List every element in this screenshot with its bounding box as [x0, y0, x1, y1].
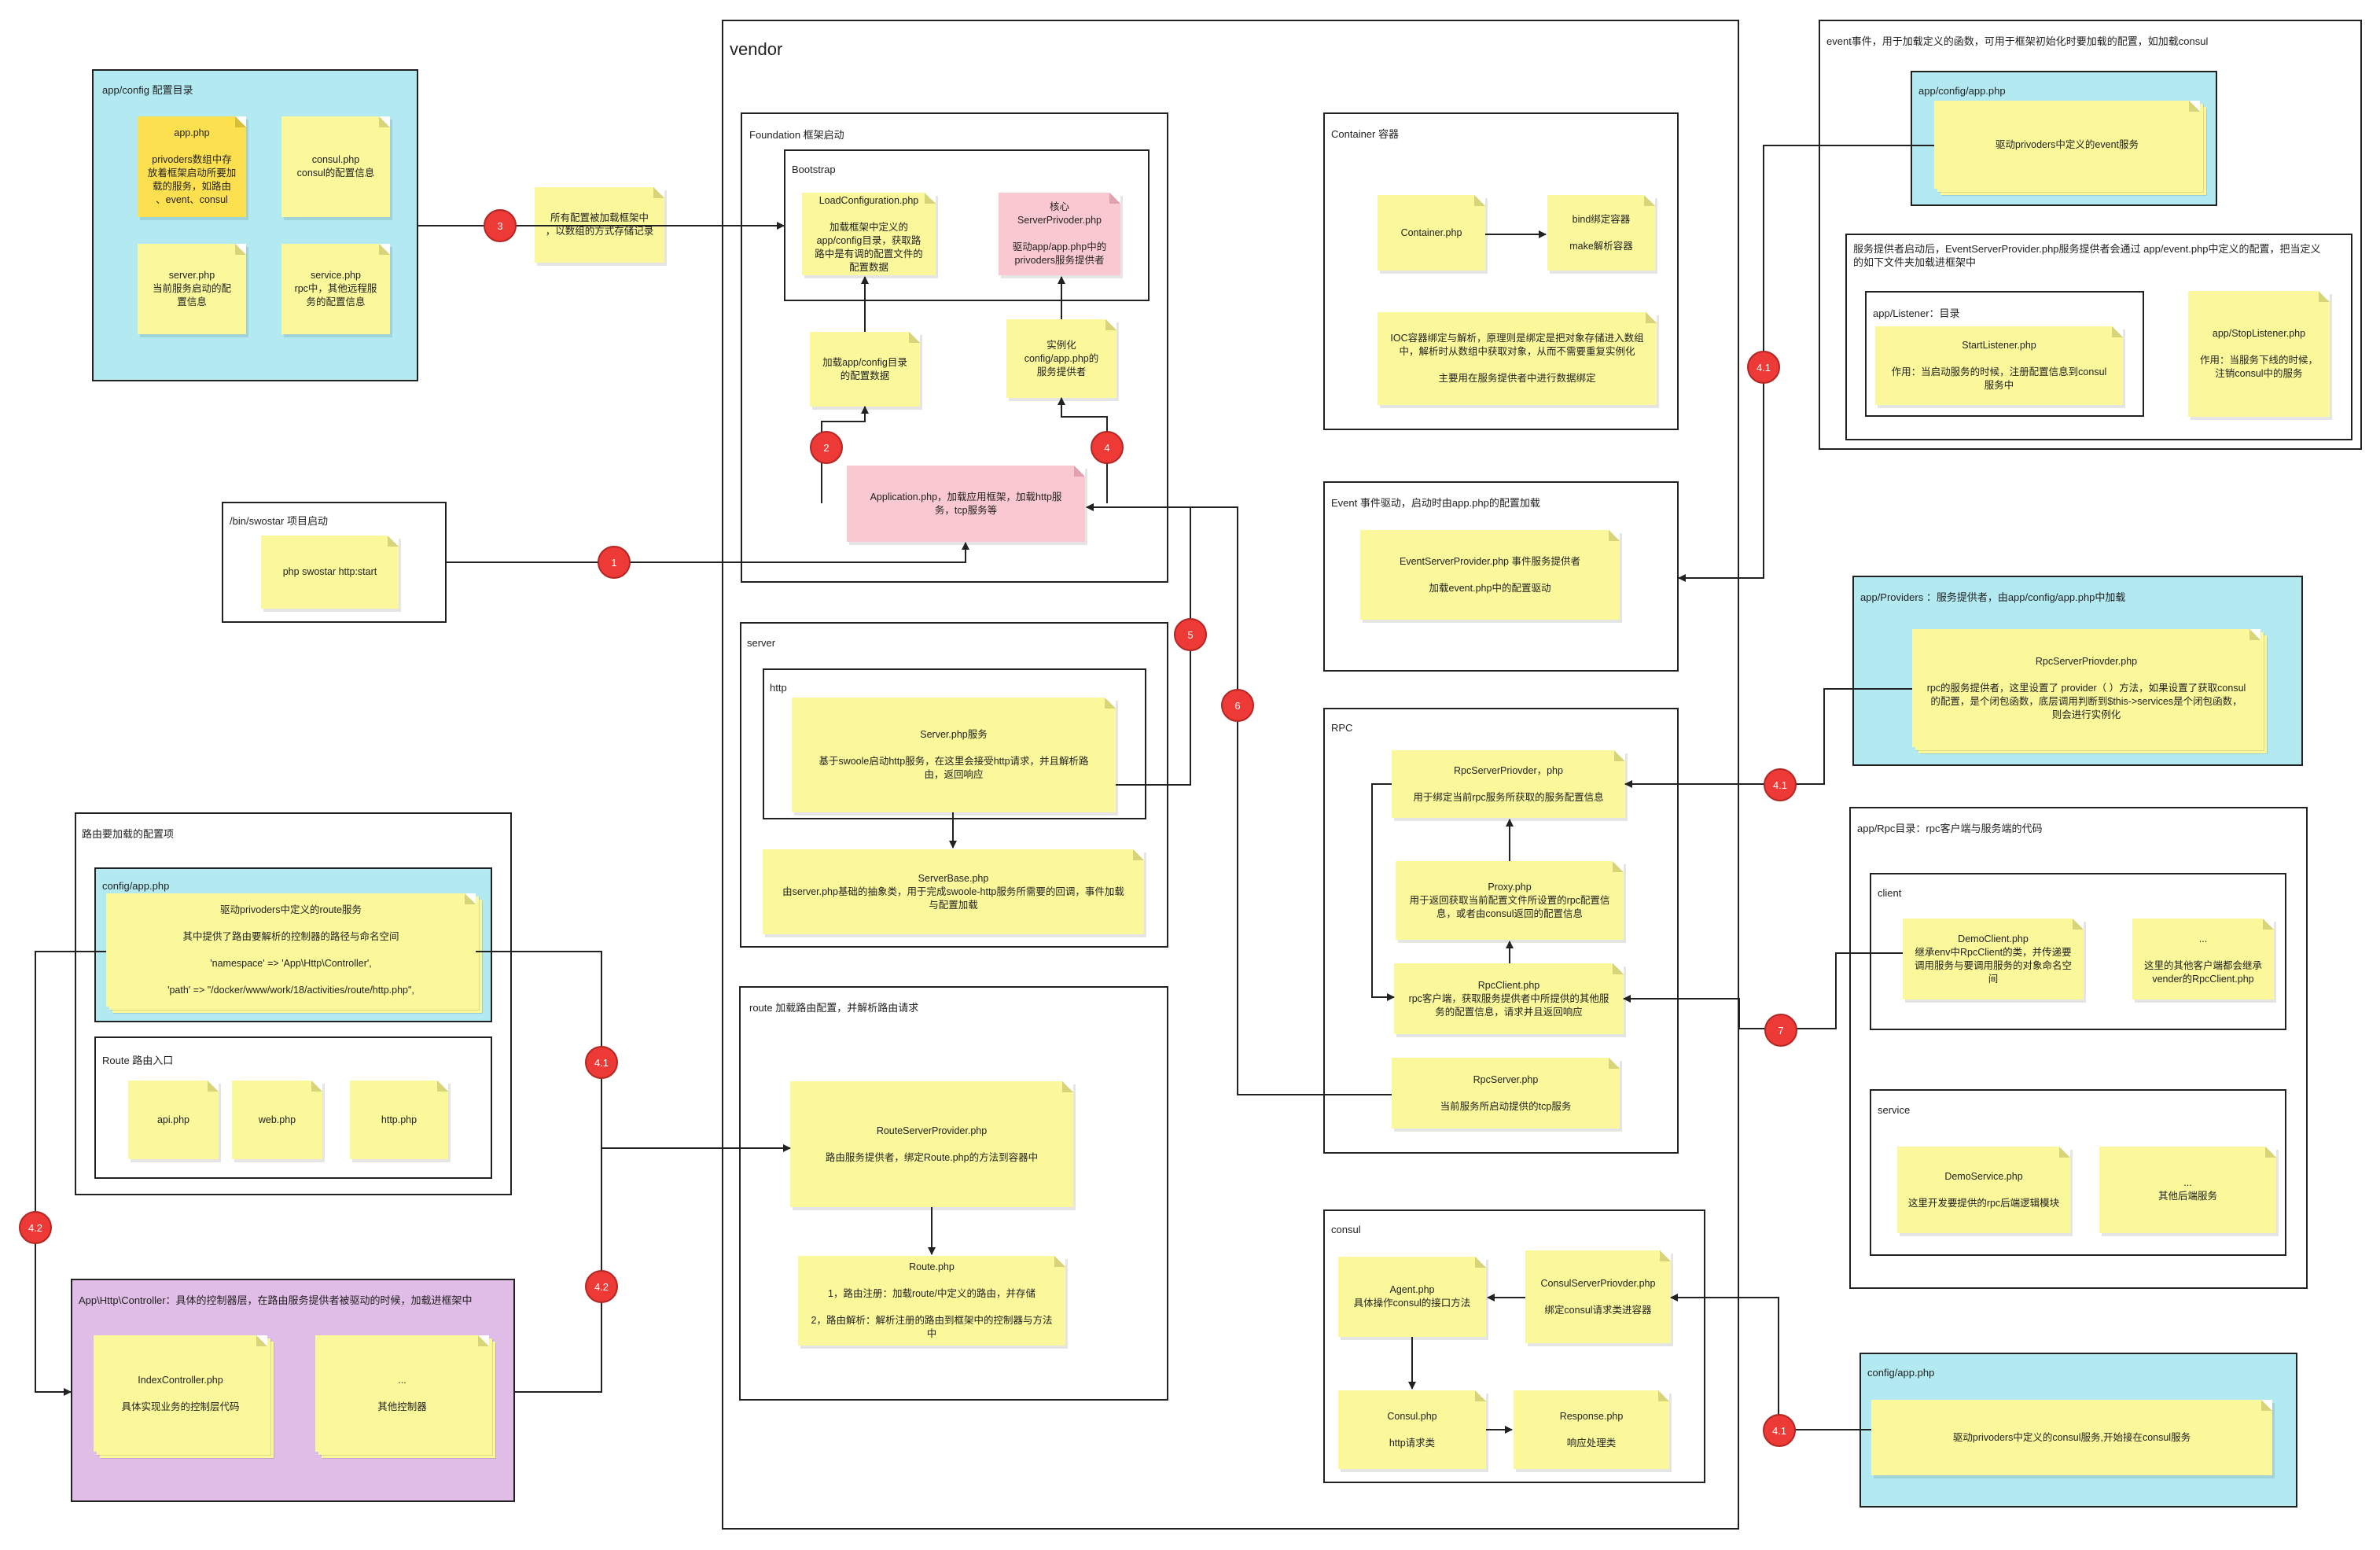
route-app-config-title: config/app.php [102, 880, 170, 892]
providers-note: RpcServerPriovder.php rpc的服务提供者，这里设置了 pr… [1912, 629, 2260, 747]
start-listener-note: StartListener.php 作用：当启动服务的时候，注册配置信息到con… [1875, 326, 2123, 405]
step-4-2-right-circle: 4.2 [585, 1270, 618, 1303]
server-provider-note: 核心 ServerPrivoder.php 驱动app/app.php中的 pr… [999, 193, 1120, 275]
other-client-note: ... 这里的其他客户端都会继承 vender的RpcClient.php [2132, 919, 2274, 1000]
step-6-circle: 6 [1221, 689, 1254, 722]
ioc-note: IOC容器绑定与解析，原理则是绑定是把对象存储进入数组 中，解析时从数组中获取对… [1378, 312, 1657, 405]
listener-desc: 服务提供者启动后，EventServerProvider.php服务提供者会通过… [1853, 243, 2321, 268]
swostar-command-note: php swostar http:start [261, 536, 399, 609]
controller-title: App\Http\Controller：具体的控制器层，在路由服务提供者被驱动的… [79, 1294, 473, 1306]
route-title: route 加载路由配置，并解析路由请求 [749, 1002, 919, 1014]
stop-listener-note: app/StopListener.php 作用：当服务下线的时候， 注销cons… [2188, 291, 2330, 417]
server-php-service-note: Server.php服务 基于swoole启动http服务，在这里会接受http… [792, 698, 1116, 812]
step-4-1-providers-circle: 4.1 [1764, 768, 1797, 801]
step-4-circle: 4 [1091, 431, 1124, 464]
application-php-note: Application.php，加载应用框架，加载http服 务，tcp服务等 [847, 466, 1085, 542]
app-php-note: app.php privoders数组中存 放着框架启动所要加 载的服务，如路由… [138, 116, 246, 217]
event-app-config-title: app/config/app.php [1918, 85, 2006, 97]
consul-config-title: config/app.php [1867, 1367, 1935, 1379]
container-title: Container 容器 [1331, 128, 1399, 140]
consul-php-note: Consul.php http请求类 [1338, 1390, 1486, 1469]
route-php-note: Route.php 1，路由注册：加载route/中定义的路由，并存储 2，路由… [798, 1256, 1065, 1346]
step-5-circle: 5 [1174, 618, 1207, 651]
event-right-title: event事件，用于加载定义的函数，可用于框架初始化时要加载的配置，如加载con… [1826, 35, 2209, 47]
api-php-note: api.php [128, 1081, 219, 1159]
app-config-title: app/config 配置目录 [102, 84, 193, 96]
load-app-config-note: 加载app/config目录 的配置数据 [810, 332, 920, 407]
rpc-service-dir-title: service [1878, 1104, 1911, 1116]
route-app-config-note: 驱动privoders中定义的route服务 其中提供了路由要解析的控制器的路径… [106, 893, 476, 1007]
listener-dir-title: app/Listener：目录 [1873, 307, 1960, 319]
route-server-provider-note: RouteServerProvider.php 路由服务提供者，绑定Route.… [790, 1081, 1073, 1207]
event-title: Event 事件驱动，启动时由app.php的配置加载 [1331, 497, 1540, 509]
container-php-note: Container.php [1378, 195, 1485, 271]
step-3-circle: 3 [484, 209, 517, 242]
server-title: server [747, 637, 776, 649]
other-service-note: ... 其他后端服务 [2099, 1147, 2276, 1233]
step-4-1-event-circle: 4.1 [1747, 351, 1780, 384]
response-php-note: Response.php 响应处理类 [1514, 1390, 1669, 1469]
step-2-circle: 2 [810, 431, 843, 464]
agent-php-note: Agent.php 具体操作consul的接口方法 [1338, 1257, 1486, 1337]
rpc-client-note: RpcClient.php rpc客户端，获取服务提供者中所提供的其他服 务的配… [1394, 963, 1624, 1034]
load-configuration-note: LoadConfiguration.php 加载框架中定义的 app/confi… [802, 193, 936, 275]
proxy-php-note: Proxy.php 用于返回获取当前配置文件所设置的rpc配置信 息，或者由co… [1396, 861, 1624, 940]
step-4-2-left-circle: 4.2 [19, 1211, 52, 1244]
app-rpc-title: app/Rpc目录：rpc客户端与服务端的代码 [1857, 823, 2043, 834]
instantiate-provider-note: 实例化 config/app.php的 服务提供者 [1006, 319, 1116, 398]
step-4-1-route-circle: 4.1 [585, 1046, 618, 1079]
http-title: http [770, 682, 787, 694]
index-controller-note: IndexController.php 具体实现业务的控制层代码 [94, 1335, 267, 1452]
step-7-circle: 7 [1764, 1014, 1797, 1047]
consul-title: consul [1331, 1224, 1361, 1235]
bootstrap-title: Bootstrap [792, 164, 836, 175]
rpc-title: RPC [1331, 722, 1353, 734]
server-base-note: ServerBase.php 由server.php基础的抽象类，用于完成swo… [763, 849, 1144, 934]
providers-title: app/Providers ：服务提供者，由app/config/app.php… [1860, 591, 2126, 603]
bin-title: /bin/swostar 项目启动 [230, 515, 328, 527]
consul-config-note: 驱动privoders中定义的consul服务,开始接在consul服务 [1871, 1400, 2272, 1475]
service-php-note: service.php rpc中，其他远程服 务的配置信息 [281, 244, 390, 334]
step-4-1-consul-circle: 4.1 [1763, 1414, 1796, 1447]
demo-service-note: DemoService.php 这里开发要提供的rpc后端逻辑模块 [1897, 1147, 2070, 1233]
http-php-note: http.php [350, 1081, 448, 1159]
rpc-client-dir-title: client [1878, 887, 1902, 899]
event-app-config-note: 驱动privoders中定义的event服务 [1934, 101, 2200, 189]
event-server-provider-note: EventServerProvider.php 事件服务提供者 加载event.… [1360, 530, 1620, 620]
web-php-note: web.php [232, 1081, 322, 1159]
rpc-server-note: RpcServer.php 当前服务所启动提供的tcp服务 [1392, 1058, 1620, 1128]
foundation-title: Foundation 框架启动 [749, 129, 844, 141]
consul-php-note: consul.php consul的配置信息 [281, 116, 390, 217]
vendor-title: vendor [730, 39, 783, 59]
rpc-server-provider-note: RpcServerPriovder，php 用于绑定当前rpc服务所获取的服务配… [1392, 750, 1625, 818]
server-php-note: server.php 当前服务启动的配 置信息 [138, 244, 246, 334]
route-entry-title: Route 路由入口 [102, 1055, 174, 1066]
other-controller-note: ... 其他控制器 [315, 1335, 489, 1452]
route-config-title: 路由要加载的配置项 [82, 828, 175, 840]
bind-make-note: bind绑定容器 make解析容器 [1547, 195, 1655, 271]
demo-client-note: DemoClient.php 继承env中RpcClient的类，并传递要 调用… [1903, 919, 2084, 1000]
step-1-circle: 1 [598, 546, 631, 579]
consul-server-provider-note: ConsulServerPriovder.php 绑定consul请求类进容器 [1525, 1250, 1671, 1343]
